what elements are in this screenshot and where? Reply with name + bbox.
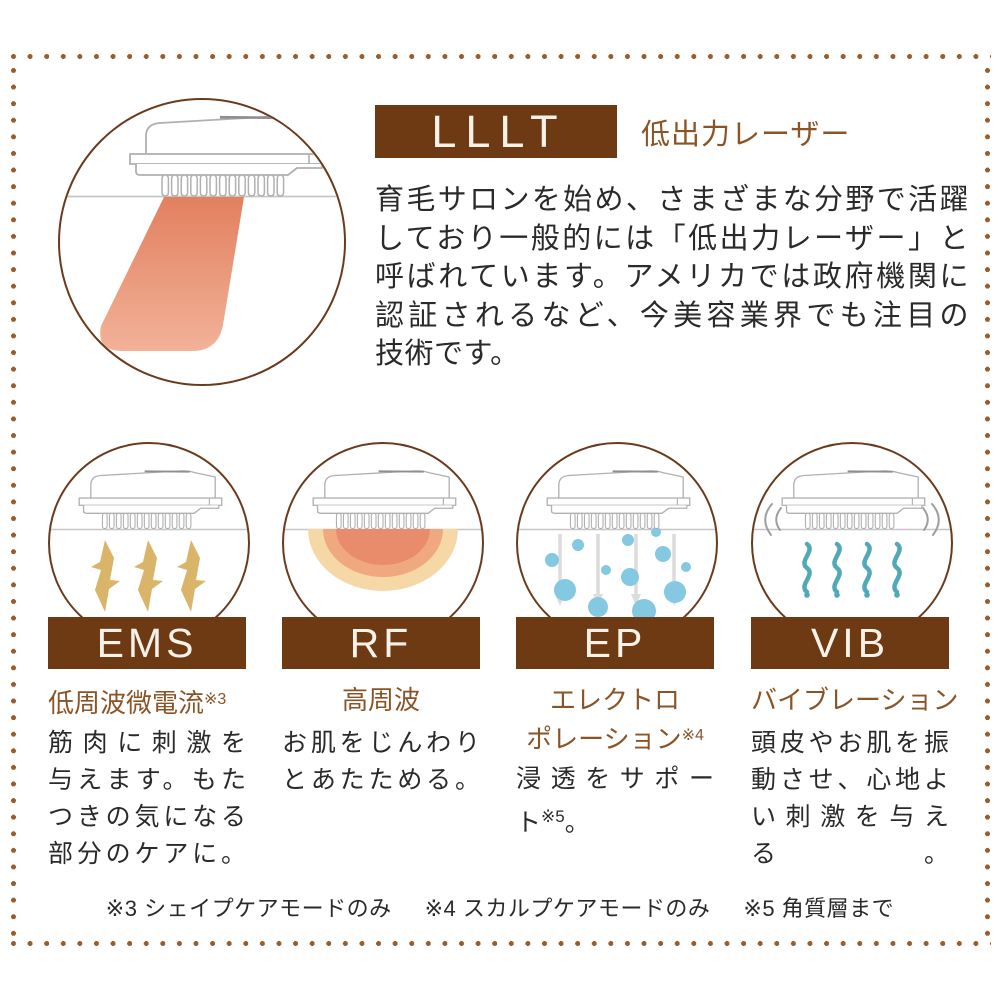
desc-line: お肌をじんわり: [282, 729, 480, 757]
dotted-border-bottom: [9, 939, 991, 948]
dotted-border-top: [9, 52, 991, 61]
desc-line: とあたためる。: [282, 766, 480, 794]
desc-line: 与えます。もた: [48, 766, 246, 794]
device-illustration: [128, 115, 328, 198]
desc-line: 育毛サロンを始め、さまざまな分野で活躍: [375, 184, 969, 216]
ems-label-box: EMS: [48, 617, 246, 669]
laser-beam-icon: [100, 197, 245, 351]
ep-description: 浸透をサポー ト※5。: [516, 761, 714, 842]
footnote-4: ※4 スカルプケアモードのみ: [424, 896, 711, 921]
footnote-3: ※3 シェイプケアモードのみ: [105, 896, 392, 921]
ep-subtitle: エレクトロ ポレーション※4: [526, 685, 704, 754]
lllt-subtitle: 低出力レーザー: [641, 118, 851, 151]
rf-description: お肌をじんわり とあたためる。: [282, 725, 480, 799]
vib-wave-icon: [802, 541, 902, 598]
desc-line: つきの気になる: [48, 803, 246, 831]
lllt-illustration-circle: [58, 98, 346, 386]
desc-line: 技術です。: [375, 338, 520, 370]
ep-droplets-icon: [545, 527, 691, 623]
lllt-label-box: LLLT: [375, 105, 617, 158]
vib-subtitle: バイブレーション: [751, 685, 959, 715]
desc-line: 頭皮やお肌を振: [751, 729, 949, 757]
footnote-ref: ※5: [541, 807, 565, 826]
desc-line: 呼ばれています。アメリカでは政府機関に: [375, 261, 969, 293]
rf-subtitle: 高周波: [341, 685, 420, 715]
ep-label-box: EP: [516, 617, 714, 669]
desc-line: 部分のケアに。: [48, 840, 246, 868]
ems-illustration-circle: [48, 442, 250, 644]
lllt-laser-graphic: [60, 115, 344, 351]
device-illustration: [781, 470, 926, 530]
ems-description: 筋肉に刺激を 与えます。もた つきの気になる 部分のケアに。: [48, 725, 246, 873]
device-illustration: [312, 470, 457, 530]
device-illustration: [78, 470, 223, 530]
footnote-5: ※5 角質層まで: [743, 896, 895, 921]
dotted-border-left: [9, 66, 18, 939]
vibration-arcs-icon: [764, 503, 940, 536]
lllt-description: 育毛サロンを始め、さまざまな分野で活躍 しており一般的には「低出力レーザー」と …: [375, 181, 969, 374]
desc-line: 動させ、心地よ: [751, 766, 949, 794]
rf-label-box: RF: [282, 617, 480, 669]
footnotes: ※3 シェイプケアモードのみ ※4 スカルプケアモードのみ ※5 角質層まで: [0, 891, 1000, 923]
dotted-border-right: [983, 66, 992, 939]
rf-heat-icon: [308, 529, 458, 591]
vib-illustration-circle: [751, 442, 953, 644]
footnote-ref: ※3: [204, 691, 227, 708]
ems-subtitle: 低周波微電流※3: [48, 688, 227, 718]
ep-illustration-circle: [516, 442, 718, 644]
desc-line: 筋肉に刺激を: [48, 729, 246, 757]
desc-line: しており一般的には「低出力レーザー」と: [375, 222, 969, 255]
vib-label-box: VIB: [751, 617, 949, 669]
ems-pulse-icon: [91, 540, 206, 612]
device-illustration: [546, 470, 691, 530]
desc-line: 認証されるなど、今美容業界でも注目の: [375, 299, 969, 332]
desc-line: い刺激を与える。: [751, 803, 949, 868]
desc-line: ト※5。: [516, 807, 590, 837]
rf-illustration-circle: [282, 442, 484, 644]
footnote-ref: ※4: [681, 727, 704, 744]
lllt-header: LLLT 低出力レーザー: [375, 105, 850, 158]
vib-description: 頭皮やお肌を振 動させ、心地よ い刺激を与える。: [751, 725, 949, 873]
desc-line: 浸透をサポー: [516, 765, 714, 793]
